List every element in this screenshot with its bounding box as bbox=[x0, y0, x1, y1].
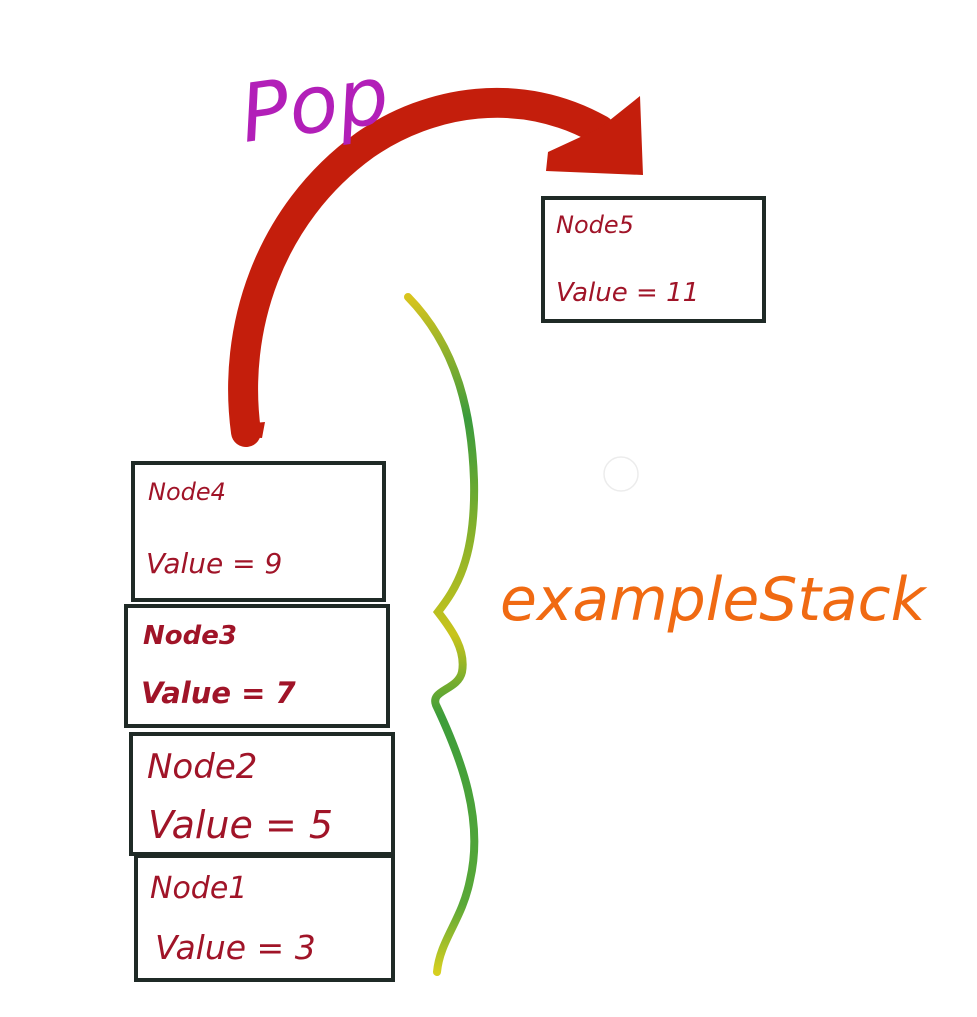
stack-node-name: Node3 bbox=[143, 621, 237, 651]
faint-circle bbox=[603, 456, 639, 492]
pop-arrow-shaft-edge bbox=[232, 422, 265, 438]
pop-arrow-head bbox=[546, 96, 643, 175]
stack-brace-path bbox=[404, 293, 479, 976]
stack-node-2: Node2 Value = 5 bbox=[129, 732, 395, 856]
pop-arrow-shaft bbox=[228, 87, 615, 447]
stack-node-box bbox=[131, 461, 386, 602]
stack-node-name: Node4 bbox=[148, 478, 226, 506]
stack-node-box bbox=[134, 854, 395, 982]
stack-label: exampleStack bbox=[500, 565, 928, 635]
popped-node-value: Value = 11 bbox=[556, 278, 699, 308]
stack-node-value: Value = 3 bbox=[155, 928, 316, 967]
stack-node-name: Node1 bbox=[150, 871, 247, 906]
stack-node-box bbox=[129, 732, 395, 856]
stack-node-value: Value = 9 bbox=[146, 547, 282, 580]
stack-node-name: Node2 bbox=[147, 747, 257, 787]
stack-node-4: Node4 Value = 9 bbox=[131, 461, 386, 602]
popped-node-name: Node5 bbox=[556, 211, 634, 239]
stack-brace bbox=[404, 293, 479, 976]
pop-label: Pop bbox=[235, 48, 394, 161]
popped-node: Node5 Value = 11 bbox=[541, 196, 766, 323]
stack-node-1: Node1 Value = 3 bbox=[134, 854, 395, 982]
stack-node-value: Value = 5 bbox=[148, 803, 333, 847]
stack-node-value: Value = 7 bbox=[141, 676, 297, 710]
pop-arrow bbox=[228, 87, 643, 447]
popped-node-box bbox=[541, 196, 766, 323]
stack-node-3: Node3 Value = 7 bbox=[124, 604, 390, 728]
stack-node-box bbox=[124, 604, 390, 728]
